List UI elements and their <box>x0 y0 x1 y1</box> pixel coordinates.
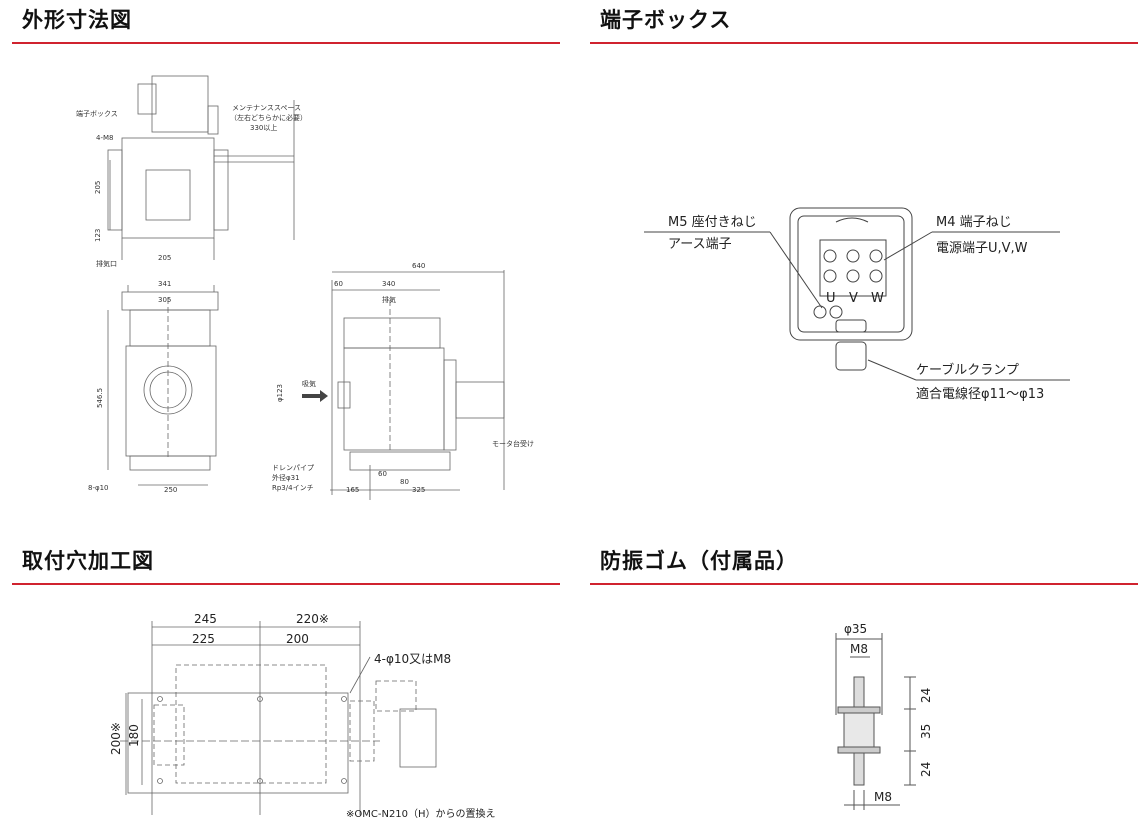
dim-340: 340 <box>382 280 395 288</box>
dim-phi123: φ123 <box>276 384 284 402</box>
section-title-mounting: 取付穴加工図 <box>22 549 154 573</box>
label-u: U <box>826 291 836 306</box>
label-earth-terminal: アース端子 <box>668 237 732 252</box>
dim-205-h: 205 <box>158 254 171 262</box>
label-motor-mount: モータ台受け <box>492 439 534 448</box>
label-exhaust-port: 排気口 <box>96 259 117 268</box>
label-replacement-note: ※OMC-N210（H）からの置換え <box>346 808 496 820</box>
dim-200-v: 200※ <box>109 722 123 755</box>
label-m5-screw: M5 座付きねじ <box>668 215 757 230</box>
dim-80: 80 <box>400 478 409 486</box>
dim-165: 165 <box>346 486 359 494</box>
dim-640: 640 <box>412 262 425 270</box>
label-power-terminal: 電源端子U,V,W <box>936 241 1028 256</box>
outline-dimension-drawing: 端子ボックス 4-M8 メンテナンススペース （左右どちらかに必要） 330以上… <box>76 75 534 500</box>
dim-200: 200 <box>286 632 309 646</box>
label-intake: 吸気 <box>302 379 316 388</box>
label-maintenance-dim: 330以上 <box>250 123 277 132</box>
section-rule-rubber <box>590 583 1138 585</box>
label-drain-3: Rp3/4インチ <box>272 484 314 492</box>
terminal-box-drawing: M5 座付きねじ アース端子 M4 端子ねじ 電源端子U,V,W U V W ケ… <box>644 207 1070 402</box>
label-mount-holes-spec: 4-φ10又はM8 <box>374 652 451 666</box>
label-v: V <box>849 291 858 306</box>
dim-220: 220※ <box>296 612 329 626</box>
label-drain-1: ドレンパイプ <box>272 464 314 472</box>
label-wire-diameter: 適合電線径φ11〜φ13 <box>916 386 1044 402</box>
section-rule-terminal <box>590 42 1138 44</box>
dim-24-top: 24 <box>919 688 933 703</box>
label-maintenance-1: メンテナンススペース <box>232 104 301 112</box>
dim-205-v: 205 <box>94 181 102 194</box>
section-rule-mounting <box>12 583 560 585</box>
dim-546: 546.5 <box>96 388 104 408</box>
dim-341: 341 <box>158 280 171 288</box>
dim-325: 325 <box>412 486 425 494</box>
dim-60: 60 <box>334 280 343 288</box>
label-m4-screw: M4 端子ねじ <box>936 215 1012 230</box>
section-rule-outline <box>12 42 560 44</box>
dim-phi35: φ35 <box>844 622 867 636</box>
section-title-terminal: 端子ボックス <box>600 8 732 32</box>
label-drain-2: 外径φ31 <box>272 473 300 482</box>
label-cable-clamp: ケーブルクランプ <box>916 362 1019 378</box>
section-title-outline: 外形寸法図 <box>22 8 132 32</box>
label-w: W <box>871 291 884 306</box>
dim-245: 245 <box>194 612 217 626</box>
dim-250: 250 <box>164 486 177 494</box>
dim-8phi: 8-φ10 <box>88 484 109 492</box>
dim-123-v: 123 <box>94 229 102 242</box>
dim-m8-bottom: M8 <box>874 790 892 804</box>
mounting-hole-drawing: 245 220※ 225 200 4-φ10又はM8 200※ 180 ※OMC… <box>109 612 496 820</box>
dim-225: 225 <box>192 632 215 646</box>
section-title-rubber: 防振ゴム（付属品） <box>600 549 798 573</box>
dim-35: 35 <box>919 724 933 739</box>
dim-m8-top: M8 <box>850 642 868 656</box>
rubber-mount-drawing: φ35 M8 24 35 24 M8 <box>835 622 933 810</box>
label-exhaust: 排気 <box>382 295 396 304</box>
label-mount-holes: 4-M8 <box>96 134 113 142</box>
label-maintenance-2: （左右どちらかに必要） <box>230 113 307 122</box>
dim-180: 180 <box>127 724 141 747</box>
dim-24-bottom: 24 <box>919 762 933 777</box>
dim-305: 305 <box>158 296 171 304</box>
label-terminal-box: 端子ボックス <box>76 109 118 118</box>
dim-60b: 60 <box>378 470 387 478</box>
